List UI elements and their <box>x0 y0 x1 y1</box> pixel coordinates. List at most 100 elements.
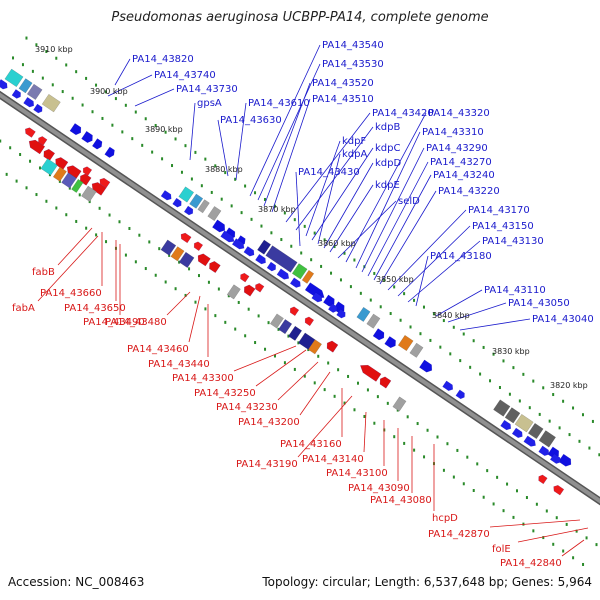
tick-mark <box>131 137 134 141</box>
forward-gene-label: PA14_43430 <box>298 167 360 178</box>
tick-mark <box>379 305 382 309</box>
forward-gene-arrow <box>69 123 82 136</box>
reverse-gene-label: folE <box>492 544 511 555</box>
forward-gene-label: selD <box>398 196 420 207</box>
genome-title: Pseudomonas aeruginosa UCBPP-PA14, compl… <box>111 10 489 25</box>
label-leader <box>285 112 371 223</box>
tick-mark <box>303 224 306 228</box>
tick-mark <box>95 83 98 87</box>
reverse-gene-label: fabA <box>12 303 35 314</box>
tick-mark <box>343 251 346 255</box>
tick-mark <box>449 352 452 356</box>
scale-label: 3890 kbp <box>145 125 183 134</box>
accession-text: Accession: NC_008463 <box>8 575 145 589</box>
tick-mark <box>234 177 237 181</box>
tick-mark <box>545 509 548 513</box>
reverse-gene-label: PA14_43660 <box>40 288 102 299</box>
label-leader <box>387 209 467 291</box>
tick-mark <box>128 226 131 230</box>
tick-mark <box>230 204 233 208</box>
label-leader <box>317 153 341 245</box>
tick-mark <box>323 238 326 242</box>
tick-mark <box>161 157 164 161</box>
tick-mark <box>290 244 293 248</box>
tick-mark <box>121 130 124 134</box>
label-leader <box>337 200 397 259</box>
tick-mark <box>343 401 346 405</box>
tick-mark <box>353 408 356 412</box>
label-leader <box>295 171 301 247</box>
reverse-cds-block <box>288 325 303 341</box>
forward-gene-arrow <box>231 238 245 250</box>
tick-mark <box>118 220 121 224</box>
tick-mark <box>393 435 396 439</box>
tick-mark <box>572 406 575 410</box>
tick-mark <box>416 422 419 426</box>
reverse-cds-block <box>40 158 58 176</box>
reverse-cds-block <box>170 246 185 262</box>
tick-mark <box>45 50 48 54</box>
tick-mark <box>572 556 575 560</box>
reverse-cds-block <box>52 166 67 182</box>
tick-mark <box>429 338 432 342</box>
tick-mark <box>214 314 217 318</box>
tick-mark <box>61 90 64 94</box>
reverse-cds-block <box>278 319 293 335</box>
tick-mark <box>263 197 266 201</box>
forward-cds-block <box>514 413 534 433</box>
tick-mark <box>65 63 68 67</box>
label-leader <box>379 190 437 285</box>
tick-mark <box>339 278 342 282</box>
forward-gene-arrow <box>183 205 194 216</box>
forward-cds-block <box>265 245 298 273</box>
tick-mark <box>591 419 594 423</box>
tick-mark <box>349 285 352 289</box>
reverse-cds-block <box>307 339 323 355</box>
reverse-gene-arrow <box>193 241 204 252</box>
tick-mark <box>138 233 141 237</box>
tick-mark <box>0 139 2 143</box>
reverse-gene-arrow <box>240 272 250 283</box>
forward-gene-label: PA14_43150 <box>472 221 534 232</box>
scale-label: 3900 kbp <box>90 87 128 96</box>
reverse-gene-label: PA14_43090 <box>348 483 410 494</box>
tick-mark <box>347 374 350 378</box>
label-leader <box>363 411 367 453</box>
tick-mark <box>373 271 376 275</box>
forward-gene-arrow <box>322 294 335 307</box>
tick-mark <box>359 291 362 295</box>
tick-mark <box>180 170 183 174</box>
tick-mark <box>164 130 167 134</box>
tick-mark <box>108 213 111 217</box>
tick-mark <box>200 184 203 188</box>
label-leader <box>407 240 481 303</box>
tick-mark <box>35 193 38 197</box>
tick-mark <box>409 325 412 329</box>
tick-mark <box>293 367 296 371</box>
tick-mark <box>525 496 528 500</box>
forward-cds-block <box>493 399 511 417</box>
reverse-cds-block <box>226 284 241 300</box>
tick-mark <box>283 211 286 215</box>
forward-gene-arrow <box>160 189 172 201</box>
tick-mark <box>85 226 88 230</box>
forward-gene-arrow <box>500 419 512 431</box>
tick-mark <box>224 320 227 324</box>
reverse-cds-block <box>178 251 195 269</box>
tick-mark <box>575 529 578 533</box>
gene-features <box>0 68 572 496</box>
tick-mark <box>506 482 509 486</box>
reverse-gene-arrow <box>55 157 69 170</box>
forward-gene-arrow <box>289 277 301 288</box>
tick-mark <box>41 76 44 80</box>
tick-mark <box>376 395 379 399</box>
tick-mark <box>492 352 495 356</box>
tick-mark <box>588 446 591 450</box>
forward-gene-label: PA14_43510 <box>312 94 374 105</box>
label-leader <box>297 395 353 458</box>
forward-gene-label: kdpF <box>342 136 366 147</box>
tick-mark <box>75 219 78 223</box>
tick-mark <box>535 502 538 506</box>
